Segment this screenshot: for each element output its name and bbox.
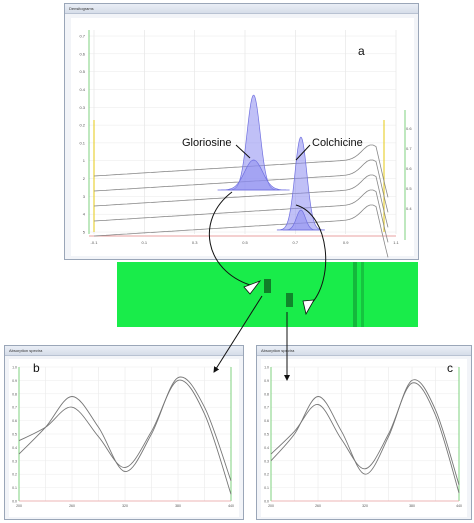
y-tick-label: 0.8 xyxy=(12,392,17,396)
x-tick-label: 200 xyxy=(268,504,274,508)
arrow-band-to-spectrum-b xyxy=(213,295,263,373)
y-tick-label: 0.6 xyxy=(12,419,17,423)
y-tick-label: 0.4 xyxy=(12,446,17,450)
y-tick-label: 0.3 xyxy=(12,459,17,463)
spectrum-window-c-title: Absorption spectra xyxy=(257,346,471,356)
tlc-band-colchicine xyxy=(286,293,293,307)
lane-trace xyxy=(93,204,389,258)
y-tick-label: 0.1 xyxy=(264,486,269,490)
y-tick-label: 0.2 xyxy=(264,473,269,477)
y-tick-label: 0.9 xyxy=(12,379,17,383)
tlc-band-gloriosine xyxy=(264,279,271,293)
x-tick-label: 260 xyxy=(315,504,321,508)
y-tick-label: 0.7 xyxy=(264,406,269,410)
y-tick-label: 0.0 xyxy=(12,500,17,504)
y-tick-label: 1.0 xyxy=(12,366,17,370)
left-y-tick-label: 0.5 xyxy=(79,69,85,74)
right-y-tick-label: 0.6 xyxy=(406,166,412,171)
densitogram-svg: -0.1 0.1 0.3 0.5 0.7 0.9 1.1 0.7 0.6 0.5 0.4 0.3 0.2… xyxy=(79,30,412,258)
y-tick-label: 0.7 xyxy=(12,406,17,410)
x-tick-label: 440 xyxy=(228,504,234,508)
spectrum-series-2 xyxy=(18,379,232,495)
peak-gloriosine-base xyxy=(217,159,290,191)
lane-trace xyxy=(93,144,389,198)
peak-colchicine xyxy=(276,136,325,231)
tlc-edge-band xyxy=(353,262,357,327)
spectrum-series-2 xyxy=(270,382,460,494)
y-tick-label: 0.8 xyxy=(264,392,269,396)
x-tick-label: 380 xyxy=(175,504,181,508)
right-y-tick-label: 0.4 xyxy=(406,206,412,211)
y-tick-label: 0.5 xyxy=(264,433,269,437)
leader-gloriosine xyxy=(235,144,251,159)
x-tick-label: 0.7 xyxy=(293,240,299,245)
left-y-tick-label: 0.6 xyxy=(79,51,85,56)
densitogram-plot: -0.1 0.1 0.3 0.5 0.7 0.9 1.1 0.7 0.6 0.5 0.4 0.3 0.2… xyxy=(71,18,414,258)
x-tick-label: 320 xyxy=(362,504,368,508)
left-y-tick-label: 0.3 xyxy=(79,105,85,110)
left-y-tick-label: 0.1 xyxy=(79,140,85,145)
densitogram-window-title: Densitograms xyxy=(65,4,418,14)
arrow-colchicine-to-band xyxy=(295,204,327,306)
x-tick-label: 200 xyxy=(16,504,22,508)
left-y-tick-label: 2 xyxy=(83,176,86,181)
spectrum-window-b-title: Absorption spectra xyxy=(5,346,243,356)
y-tick-label: 1.0 xyxy=(264,366,269,370)
left-y-tick-label: 5 xyxy=(83,230,86,235)
panel-letter-c: c xyxy=(447,361,453,375)
label-colchicine: Colchicine xyxy=(312,137,363,149)
x-tick-label: 320 xyxy=(122,504,128,508)
leader-colchicine xyxy=(295,144,311,161)
x-tick-label: 380 xyxy=(409,504,415,508)
lane-trace xyxy=(93,189,389,243)
panel-letter-b: b xyxy=(33,361,40,375)
x-tick-label: 260 xyxy=(69,504,75,508)
x-tick-label: 0.9 xyxy=(343,240,349,245)
left-y-tick-label: 0.7 xyxy=(79,34,85,39)
y-tick-label: 0.5 xyxy=(12,433,17,437)
left-y-tick-label: 3 xyxy=(83,194,86,199)
x-tick-label: 0.1 xyxy=(142,240,148,245)
tlc-plate xyxy=(117,262,418,327)
spectrum-series-1 xyxy=(18,376,232,482)
arrowhead-open-gloriosine xyxy=(243,280,262,295)
y-tick-label: 0.2 xyxy=(12,473,17,477)
right-y-tick-label: 0.5 xyxy=(406,186,412,191)
panel-letter-a: a xyxy=(358,44,365,58)
x-tick-label: 1.1 xyxy=(393,240,399,245)
y-tick-label: 0.6 xyxy=(264,419,269,423)
spectrum-window-c: Absorption spectra 1.0 0.9 0.8 0.7 0.6 0.5 0.4… xyxy=(256,345,472,520)
y-tick-label: 0.4 xyxy=(264,446,269,450)
label-gloriosine: Gloriosine xyxy=(182,137,232,149)
tlc-svg xyxy=(264,262,364,327)
arrowhead-open-colchicine xyxy=(302,299,315,316)
right-y-tick-label: 0.6 xyxy=(406,126,412,131)
left-y-tick-label: 0.4 xyxy=(79,87,85,92)
x-tick-label: 0.5 xyxy=(242,240,248,245)
y-tick-label: 0.0 xyxy=(264,500,269,504)
peak-colchicine-core xyxy=(282,209,319,231)
x-tick-label: 440 xyxy=(456,504,462,508)
arrow-gloriosine-to-band xyxy=(208,191,251,286)
x-tick-label: -0.1 xyxy=(91,240,99,245)
left-y-tick-label: 1 xyxy=(83,158,86,163)
lane-trace xyxy=(93,174,389,228)
left-y-tick-label: 0.2 xyxy=(79,123,85,128)
x-tick-label: 0.3 xyxy=(192,240,198,245)
right-y-tick-label: 0.7 xyxy=(406,146,412,151)
tlc-edge-band-2 xyxy=(361,262,364,327)
y-tick-label: 0.3 xyxy=(264,459,269,463)
densitogram-window: Densitograms -0.1 0.1 0.3 0.5 0.7 0.9 1.1 0.7 0.… xyxy=(64,3,419,260)
y-tick-label: 0.1 xyxy=(12,486,17,490)
left-y-tick-label: 4 xyxy=(83,212,86,217)
spectrum-window-b: Absorption spectra 1.0 0.9 0.8 0.7 0.6 0.5 0.4… xyxy=(4,345,244,520)
y-tick-label: 0.9 xyxy=(264,379,269,383)
